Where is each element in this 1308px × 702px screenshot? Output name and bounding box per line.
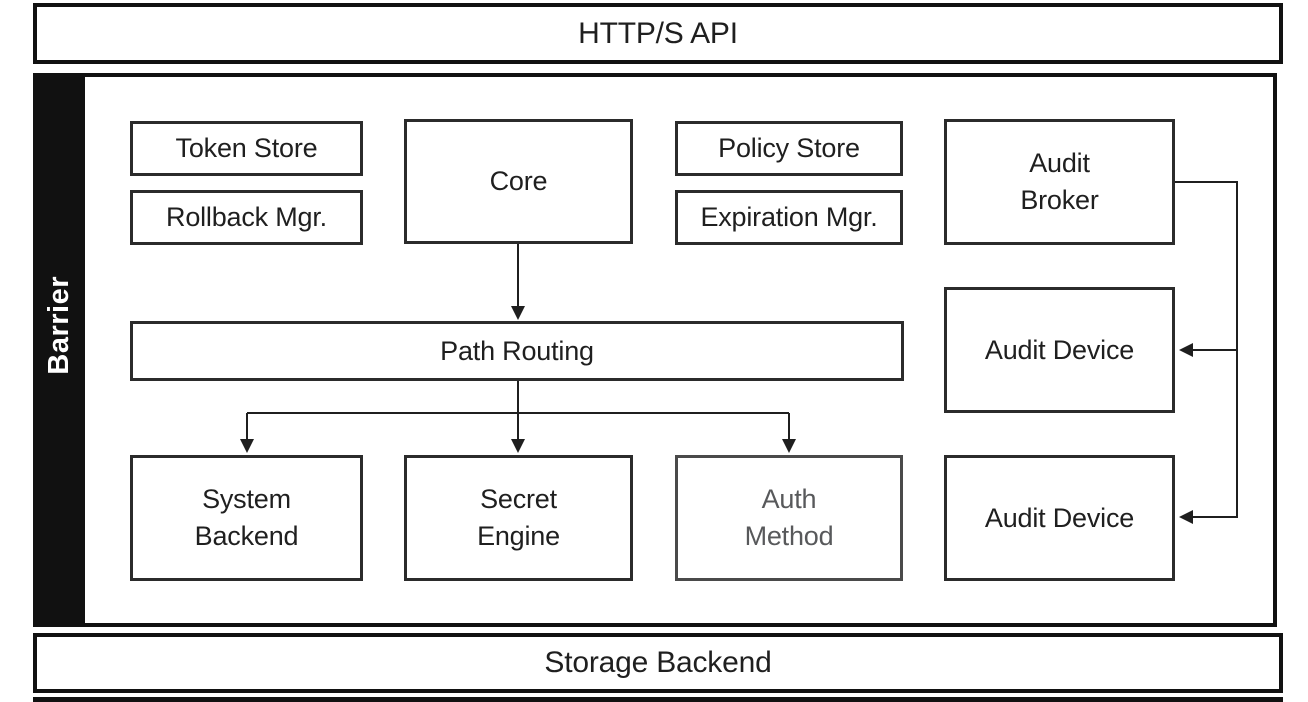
node-policy-store-label: Policy Store [718, 133, 860, 163]
node-audit-broker-label: Audit Broker [1020, 148, 1099, 215]
node-path-routing-label: Path Routing [440, 335, 594, 366]
storage-backend-label: Storage Backend [544, 646, 772, 679]
node-token-store-label: Token Store [175, 133, 318, 163]
node-audit-device-top: Audit Device [944, 287, 1175, 413]
node-token-store: Token Store [130, 121, 363, 176]
node-expiration-mgr-label: Expiration Mgr. [700, 202, 878, 232]
node-secret-engine-label: Secret Engine [477, 484, 560, 551]
http-api-label: HTTP/S API [578, 16, 738, 50]
node-auth-method: Auth Method [675, 455, 903, 581]
barrier-bar: Barrier [33, 73, 85, 627]
bottom-edge-line [33, 697, 1283, 702]
http-api-bar: HTTP/S API [33, 3, 1283, 64]
node-system-backend-label: System Backend [194, 484, 299, 551]
node-audit-device-bottom-label: Audit Device [984, 502, 1135, 533]
node-expiration-mgr: Expiration Mgr. [675, 190, 903, 245]
node-audit-device-bottom: Audit Device [944, 455, 1175, 581]
node-auth-method-label: Auth Method [744, 484, 834, 551]
node-system-backend: System Backend [130, 455, 363, 581]
barrier-label: Barrier [42, 275, 75, 375]
storage-backend-bar: Storage Backend [33, 633, 1283, 693]
node-policy-store: Policy Store [675, 121, 903, 176]
node-rollback-mgr: Rollback Mgr. [130, 190, 363, 245]
node-audit-broker: Audit Broker [944, 119, 1175, 245]
node-rollback-mgr-label: Rollback Mgr. [166, 202, 327, 232]
node-secret-engine: Secret Engine [404, 455, 633, 581]
node-core: Core [404, 119, 633, 244]
node-audit-device-top-label: Audit Device [984, 334, 1135, 365]
node-core-label: Core [489, 166, 548, 196]
node-path-routing: Path Routing [130, 321, 904, 381]
